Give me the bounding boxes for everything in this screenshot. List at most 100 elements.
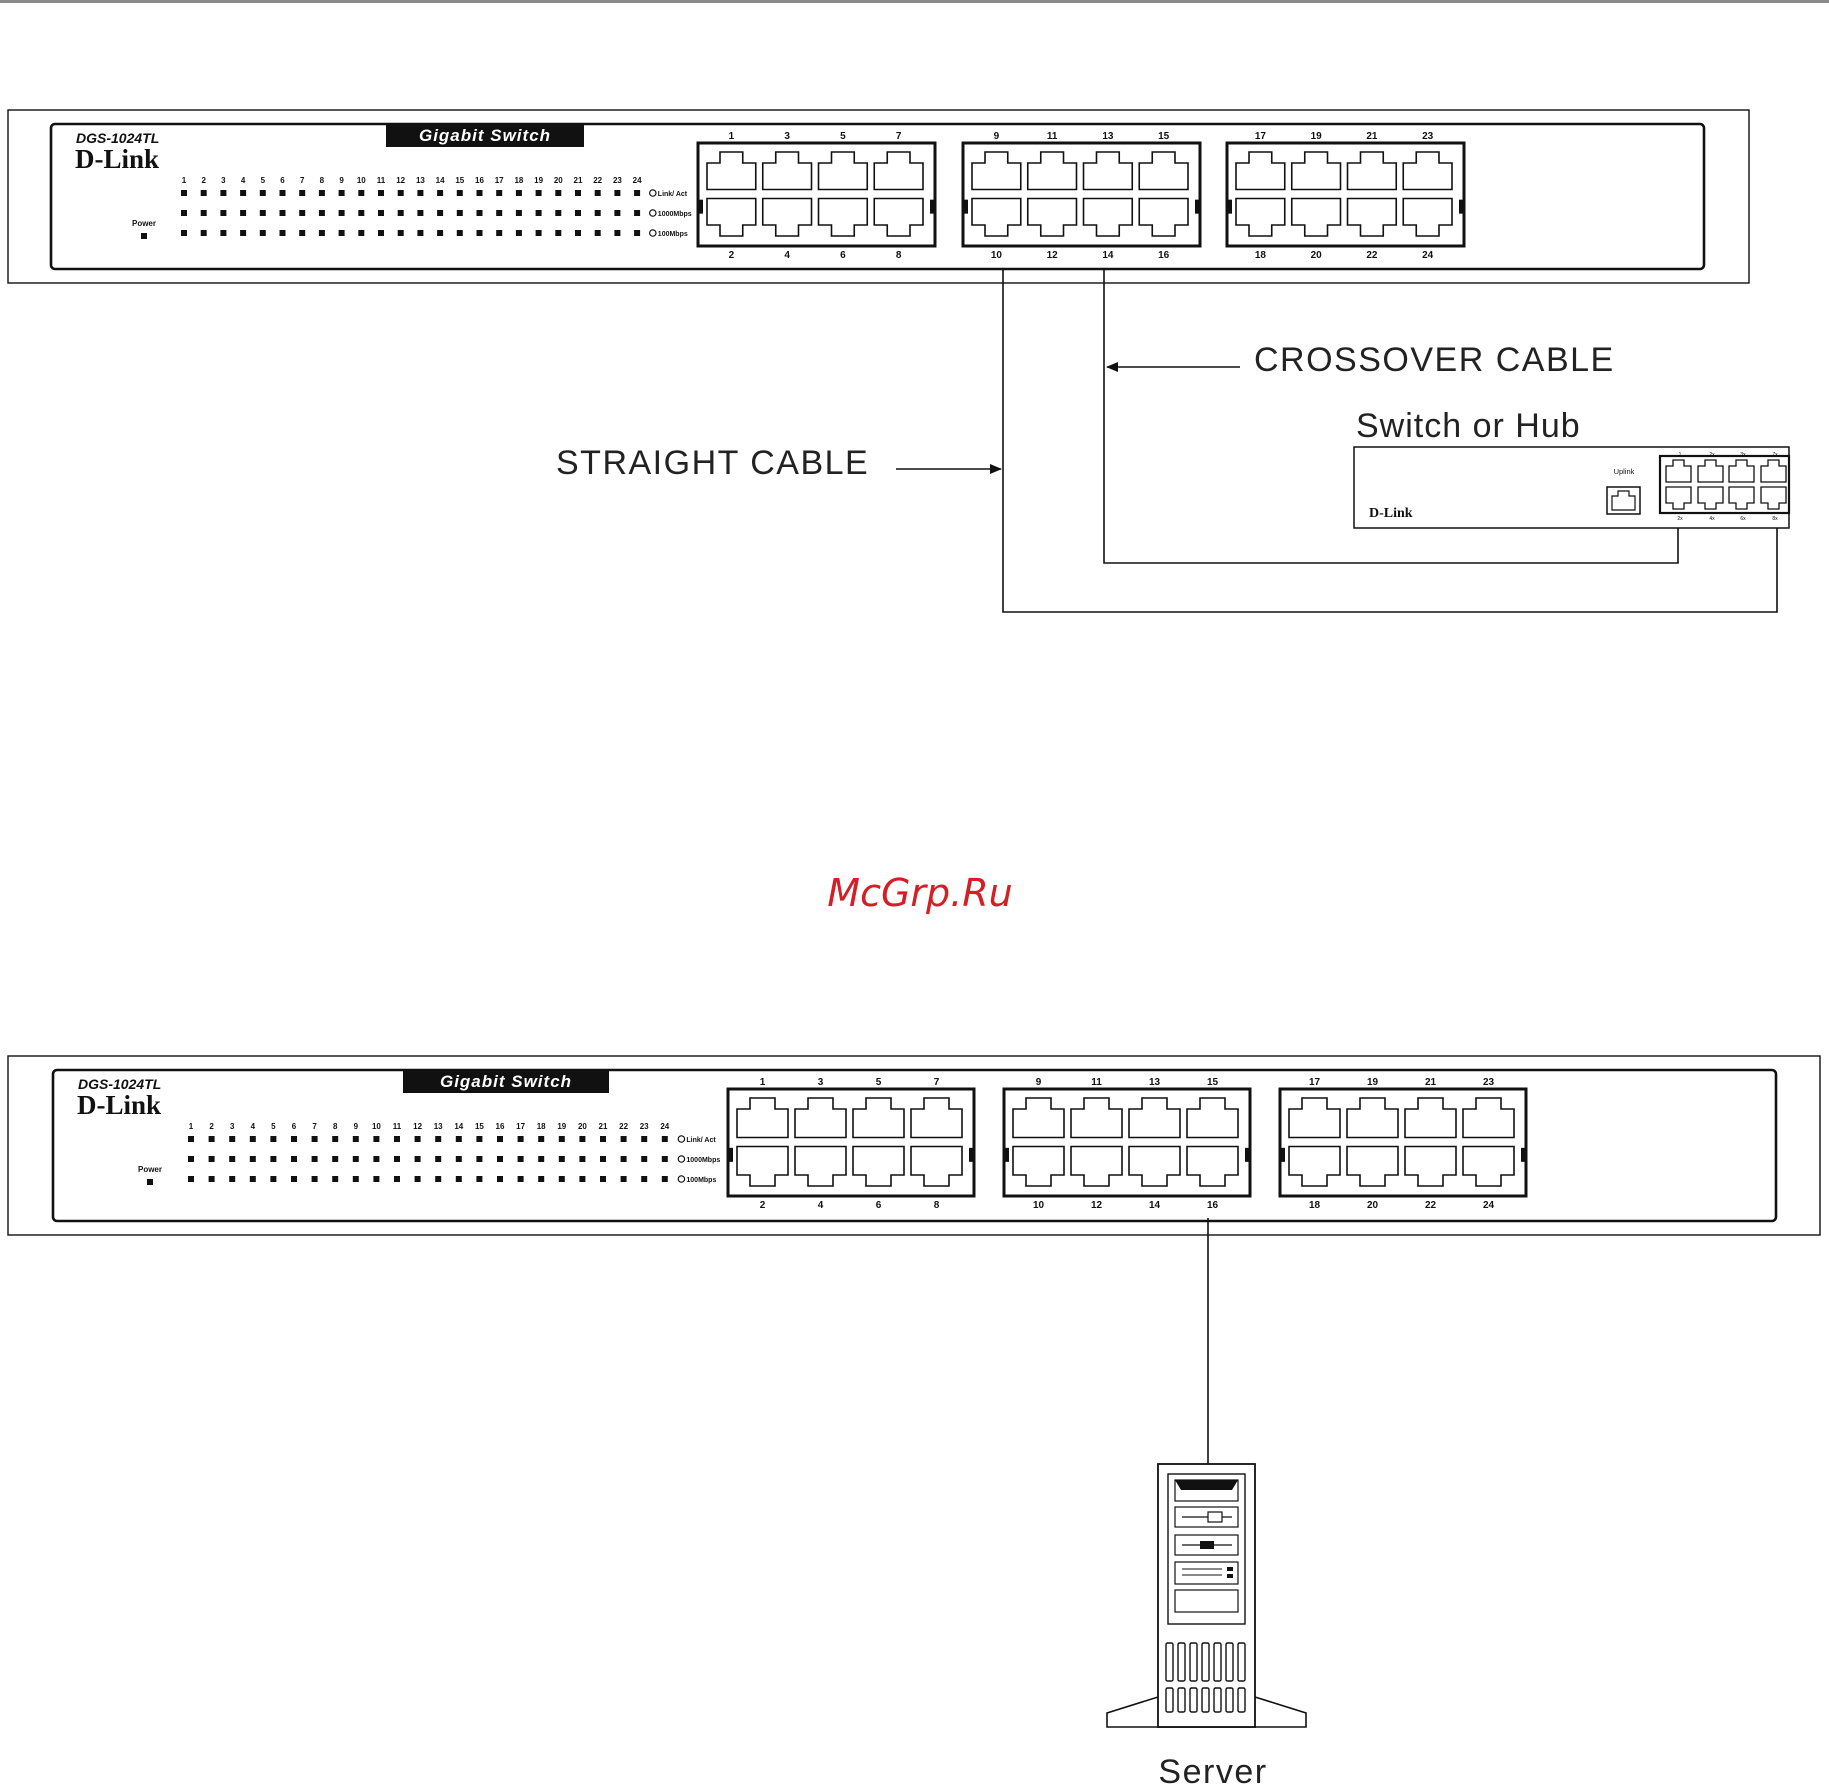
port-group-notch [729, 1147, 733, 1162]
port-led [594, 190, 601, 196]
rj45-port [761, 151, 813, 191]
rj45-port [1346, 1145, 1399, 1187]
port-led [594, 210, 601, 216]
led-number: 5 [261, 176, 266, 185]
led-number: 9 [354, 1122, 359, 1131]
hub-ports [1665, 459, 1787, 510]
port-led [620, 1176, 627, 1182]
port-led [435, 1136, 442, 1142]
port-led [188, 1156, 194, 1162]
gigabit-switch-badge [403, 1070, 609, 1093]
led-legend-label: Link/ Act [686, 1137, 716, 1144]
port-led [332, 1136, 339, 1142]
port-led [181, 210, 187, 216]
port-led [535, 230, 542, 236]
port-led [535, 190, 542, 196]
port-number-bottom: 24 [1483, 1200, 1495, 1211]
crossover-cable-line [1103, 268, 1679, 564]
rj45-port [1026, 197, 1078, 237]
port-group-notch [1005, 1147, 1009, 1162]
port-led [291, 1176, 297, 1182]
rj45-port [761, 197, 813, 237]
port-led [634, 190, 641, 196]
port-led [332, 1156, 339, 1162]
rj45-port [794, 1145, 847, 1187]
port-number-bottom: 24 [1422, 250, 1434, 261]
hub-brand-logo: D-Link [1369, 506, 1413, 521]
led-number: 3 [221, 176, 226, 185]
port-led [614, 190, 621, 196]
rj45-port [852, 1145, 905, 1187]
port-led [299, 230, 306, 236]
rj45-port [1186, 1145, 1239, 1187]
port-number-top: 5 [840, 131, 846, 142]
port-led [417, 230, 424, 236]
server-vent [1177, 1687, 1186, 1713]
port-led [220, 190, 227, 196]
port-led [535, 210, 542, 216]
rj45-port [817, 151, 869, 191]
port-led [318, 230, 325, 236]
led-number: 8 [333, 1122, 338, 1131]
port-led [641, 1156, 648, 1162]
port-led [338, 210, 345, 216]
port-led [299, 190, 306, 196]
hub-port-number: 1 [1679, 452, 1682, 458]
port-led [394, 1176, 400, 1182]
port-led [414, 1176, 421, 1182]
port-number-bottom: 8 [896, 250, 902, 261]
led-number: 2 [209, 1122, 214, 1131]
led-legend-label: Link/ Act [658, 191, 688, 198]
led-number: 6 [292, 1122, 297, 1131]
port-number-bottom: 22 [1425, 1200, 1437, 1211]
port-led [397, 230, 404, 236]
hub-port-number: 8x [1772, 516, 1778, 522]
port-led [579, 1156, 586, 1162]
port-led [455, 1136, 462, 1142]
led-number: 20 [578, 1122, 587, 1131]
port-number-bottom: 4 [784, 250, 790, 261]
rj45-port [1697, 459, 1724, 483]
port-led [496, 230, 503, 236]
gigabit-switch-badge [386, 124, 584, 147]
port-number-bottom: 20 [1367, 1200, 1379, 1211]
port-led [538, 1136, 545, 1142]
rj45-port [1138, 151, 1189, 191]
port-led [620, 1156, 627, 1162]
port-led [279, 210, 286, 216]
port-led [249, 1156, 256, 1162]
port-number-bottom: 6 [840, 250, 846, 261]
rj45-port [1235, 197, 1286, 237]
port-led [515, 190, 522, 196]
port-led [555, 190, 562, 196]
rj45-port [1138, 197, 1189, 237]
port-led [497, 1176, 503, 1182]
port-led [641, 1176, 648, 1182]
server-vent [1165, 1687, 1174, 1713]
rj45-port [1760, 486, 1787, 510]
led-number: 18 [514, 176, 523, 185]
port-group-notch [1521, 1147, 1525, 1162]
switch-brand-logo: D-Link [75, 144, 159, 174]
led-number: 21 [574, 176, 583, 185]
port-led [456, 210, 463, 216]
port-led [299, 210, 306, 216]
rj45-port [706, 151, 757, 191]
rj45-port [1082, 197, 1134, 237]
led-number: 11 [393, 1122, 402, 1131]
port-number-top: 13 [1149, 1077, 1161, 1088]
port-led [435, 1156, 442, 1162]
port-number-top: 1 [760, 1077, 766, 1088]
port-led [311, 1156, 318, 1162]
port-group-notch [1281, 1147, 1285, 1162]
server-vent [1237, 1642, 1246, 1682]
port-led [497, 1136, 503, 1142]
port-led [208, 1156, 215, 1162]
rj45-port [1186, 1097, 1239, 1139]
switch-brand-logo: D-Link [77, 1090, 161, 1120]
server-icon [1106, 1463, 1307, 1728]
port-led [417, 210, 424, 216]
port-led [437, 230, 444, 236]
port-led [358, 190, 365, 196]
port-led [270, 1176, 277, 1182]
